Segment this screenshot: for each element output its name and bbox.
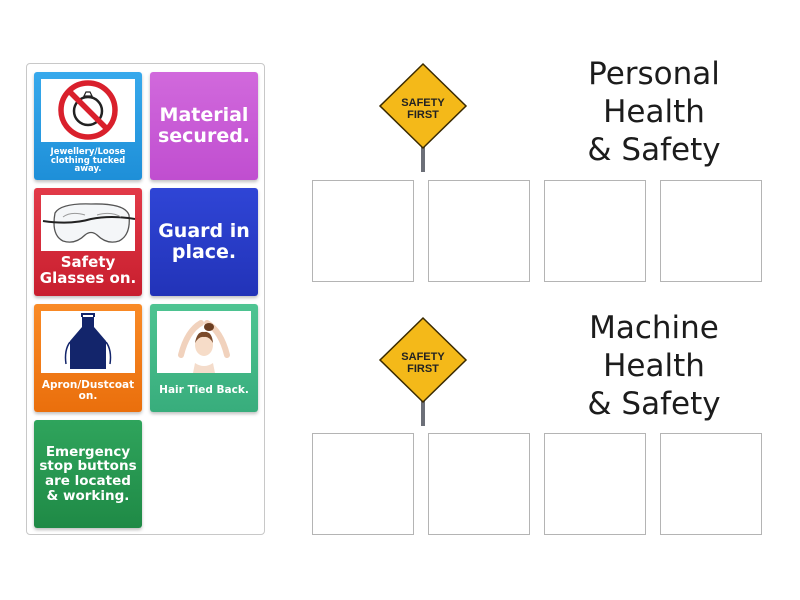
apron-icon xyxy=(41,311,135,373)
svg-text:FIRST: FIRST xyxy=(407,363,439,375)
title-line: Machine xyxy=(589,310,719,346)
svg-text:SAFETY: SAFETY xyxy=(401,351,445,363)
safety-goggles-icon xyxy=(41,195,135,251)
title-line: Health xyxy=(603,94,705,130)
title-line: Personal xyxy=(588,56,720,92)
card-apron[interactable]: Apron/Dustcoat on. xyxy=(34,304,142,412)
title-line: & Safety xyxy=(587,132,721,168)
card-safety-glasses[interactable]: Safety Glasses on. xyxy=(34,188,142,296)
card-label: Safety Glasses on. xyxy=(39,253,137,287)
card-material-secured[interactable]: Material secured. xyxy=(150,72,258,180)
card-guard-in-place[interactable]: Guard in place. xyxy=(150,188,258,296)
card-jewellery[interactable]: Jewellery/Loose clothing tucked away. xyxy=(34,72,142,180)
group-title-personal: Personal Health & Safety xyxy=(544,55,764,169)
title-line: & Safety xyxy=(587,386,721,422)
card-label: Emergency stop buttons are located & wor… xyxy=(39,443,137,504)
drop-slot-machine-1[interactable] xyxy=(312,433,414,535)
title-line: Health xyxy=(603,348,705,384)
svg-text:FIRST: FIRST xyxy=(407,109,439,121)
card-label: Apron/Dustcoat on. xyxy=(41,378,135,402)
safety-first-sign-icon: SAFETY FIRST xyxy=(378,316,468,426)
card-label: Jewellery/Loose clothing tucked away. xyxy=(50,146,126,175)
drop-slot-personal-1[interactable] xyxy=(312,180,414,282)
drop-slot-machine-3[interactable] xyxy=(544,433,646,535)
card-label: Guard in place. xyxy=(158,220,250,263)
no-jewellery-icon xyxy=(41,79,135,142)
card-emergency-stop[interactable]: Emergency stop buttons are located & wor… xyxy=(34,420,142,528)
svg-text:SAFETY: SAFETY xyxy=(401,97,445,109)
drop-slot-personal-2[interactable] xyxy=(428,180,530,282)
card-label: Hair Tied Back. xyxy=(159,384,249,397)
card-hair-tied-back[interactable]: Hair Tied Back. xyxy=(150,304,258,412)
drop-slot-personal-4[interactable] xyxy=(660,180,762,282)
group-title-machine: Machine Health & Safety xyxy=(544,309,764,423)
drop-slot-personal-3[interactable] xyxy=(544,180,646,282)
card-label: Material secured. xyxy=(157,104,251,147)
drop-slot-machine-2[interactable] xyxy=(428,433,530,535)
drop-slot-machine-4[interactable] xyxy=(660,433,762,535)
safety-first-sign-icon: SAFETY FIRST xyxy=(378,62,468,172)
hair-tied-icon xyxy=(157,311,251,373)
